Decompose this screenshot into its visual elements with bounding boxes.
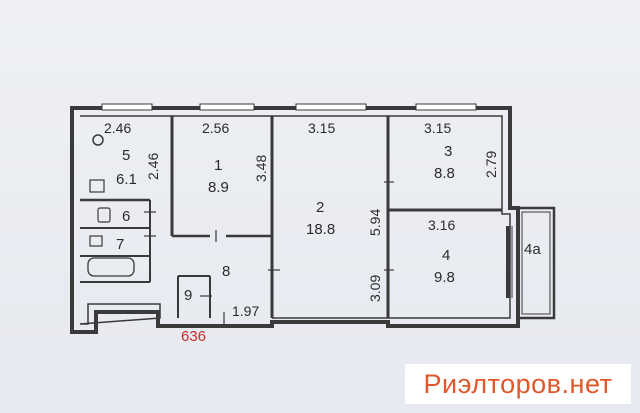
dim-594: 5.94 — [367, 209, 383, 236]
dimension-labels: 2.46 2.56 3.15 3.15 3.16 1.97 2.46 3.48 … — [104, 120, 499, 319]
room-3-area: 8.8 — [434, 165, 455, 182]
room-6-number: 6 — [122, 208, 130, 225]
dim-279: 2.79 — [483, 151, 499, 178]
room-1-area: 8.9 — [208, 179, 229, 196]
room-labels: 5 6.1 1 8.9 2 18.8 3 8.8 4 9.8 4a 6 7 8 … — [116, 143, 541, 304]
dim-256: 2.56 — [202, 120, 229, 136]
dim-316: 3.16 — [428, 217, 455, 233]
room-8-number: 8 — [222, 263, 230, 280]
room-3-number: 3 — [444, 143, 452, 160]
room-4-number: 4 — [442, 247, 450, 264]
room-9-number: 9 — [184, 287, 192, 304]
dim-315-b: 3.15 — [424, 120, 451, 136]
dim-309: 3.09 — [367, 275, 383, 302]
dim-246-side: 2.46 — [145, 153, 161, 180]
watermark-box: Риэлторов.нет — [405, 364, 631, 404]
dim-197: 1.97 — [232, 303, 259, 319]
room-5-area: 6.1 — [116, 171, 137, 188]
room-4a-number: 4a — [524, 241, 541, 258]
room-4-area: 9.8 — [434, 269, 455, 286]
room-2-number: 2 — [316, 199, 324, 216]
room-1-number: 1 — [214, 157, 222, 174]
room-5-number: 5 — [122, 147, 130, 164]
dim-348: 3.48 — [253, 155, 269, 182]
dim-246-top: 2.46 — [104, 120, 131, 136]
room-2-area: 18.8 — [306, 221, 335, 238]
watermark-text: Риэлторов.нет — [423, 368, 613, 399]
walls — [70, 103, 556, 334]
room-7-number: 7 — [116, 236, 124, 253]
plan-code-label: 636 — [181, 328, 207, 345]
dim-315-a: 3.15 — [308, 120, 335, 136]
